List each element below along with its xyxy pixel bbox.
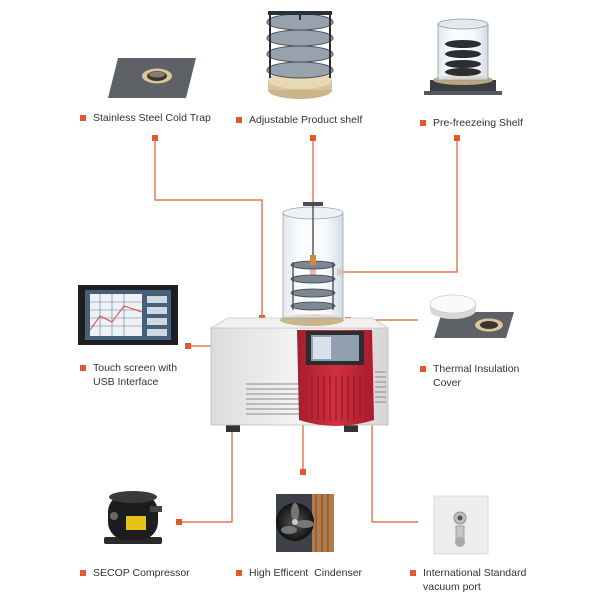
vacuum-port-icon — [433, 495, 489, 555]
label-prefreezing-shelf: Pre-freezeing Shelf — [433, 116, 523, 130]
touch-screen-icon — [78, 285, 178, 345]
freeze-dryer-machine — [209, 202, 390, 432]
label-condenser: High Efficent Cindenser — [249, 566, 362, 580]
label-compressor-line-1: SECOP Compressor — [93, 567, 190, 579]
bullet-condenser — [236, 570, 242, 576]
label-compressor: SECOP Compressor — [93, 566, 190, 580]
bullet-touch-screen — [80, 365, 86, 371]
condenser-icon — [276, 494, 334, 552]
bullet-cold-trap — [80, 115, 86, 121]
label-prefreezing-shelf-line-1: Pre-freezeing Shelf — [433, 117, 523, 129]
label-touch-screen-line-1: Touch screen with — [93, 362, 178, 374]
left-vent — [246, 383, 300, 415]
label-insulation-cover-line-1: Thermal Insulation — [433, 363, 520, 375]
label-insulation-cover: Thermal Insulation Cover — [433, 362, 519, 390]
connector-compressor — [179, 418, 233, 523]
prefreezing-shelf-icon — [424, 18, 502, 95]
label-insulation-cover-line-2: Cover — [433, 377, 462, 389]
label-cold-trap-line-1: Stainless Steel Cold Trap — [93, 112, 211, 124]
bullet-prefreezing-shelf — [420, 120, 426, 126]
connector-vacuum-port — [371, 410, 418, 523]
product-shelf-icon — [266, 11, 334, 99]
endpoint-cold-trap — [152, 135, 158, 141]
endpoint-touch-screen — [185, 343, 191, 349]
label-product-shelf: Adjustable Product shelf — [249, 113, 362, 127]
insulation-cover-icon — [429, 294, 514, 338]
endpoint-product-shelf — [310, 135, 316, 141]
label-touch-screen-line-2: USB Interface — [93, 376, 159, 388]
label-vacuum-port: International Standard vacuum port — [423, 566, 526, 594]
label-touch-screen: Touch screen with USB Interface — [93, 361, 177, 389]
compressor-icon — [104, 491, 162, 544]
label-cold-trap: Stainless Steel Cold Trap — [93, 111, 211, 125]
bullet-insulation-cover — [420, 366, 426, 372]
label-vacuum-port-line-2: vacuum port — [423, 581, 481, 593]
red-panel-vent — [311, 376, 361, 421]
connector-cold-trap — [154, 138, 263, 318]
label-bullets — [80, 115, 426, 576]
cold-trap-icon — [108, 58, 196, 98]
connector-prefreezing-shelf — [340, 138, 458, 273]
bullet-product-shelf — [236, 117, 242, 123]
bullet-vacuum-port — [410, 570, 416, 576]
label-product-shelf-line-1: Adjustable Product shelf — [249, 114, 363, 126]
endpoint-compressor — [176, 519, 182, 525]
endpoint-condenser — [300, 469, 306, 475]
right-vent — [375, 371, 386, 403]
label-condenser-line-1: High Efficent Cindenser — [249, 567, 363, 579]
endpoint-prefreezing-shelf — [454, 135, 460, 141]
connector-lines — [154, 138, 458, 523]
bullet-compressor — [80, 570, 86, 576]
label-vacuum-port-line-1: International Standard — [423, 567, 527, 579]
